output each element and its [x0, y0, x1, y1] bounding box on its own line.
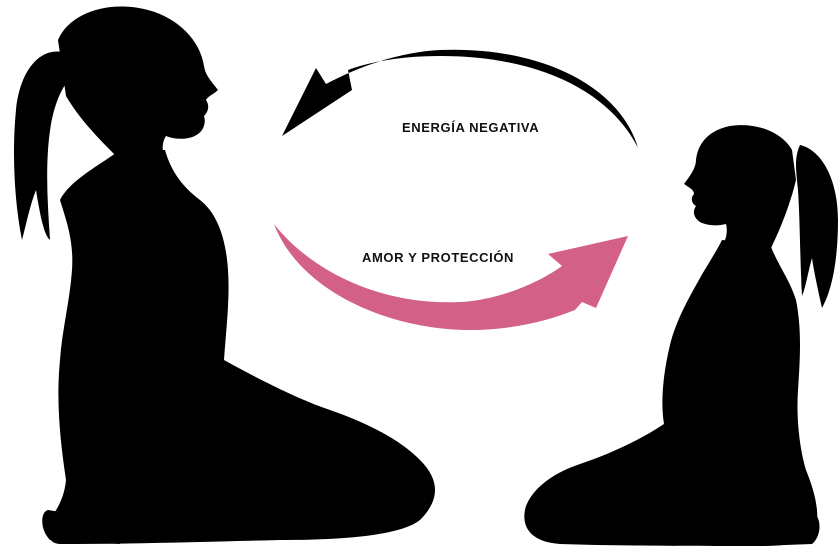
- adult-head: [58, 7, 218, 160]
- adult-ponytail: [14, 52, 70, 240]
- love-protection-label: AMOR Y PROTECCIÓN: [362, 250, 514, 265]
- love-protection-arrow: [274, 224, 628, 330]
- negative-energy-label: ENERGÍA NEGATIVA: [402, 120, 539, 135]
- adult-silhouette: [14, 7, 435, 544]
- adult-body: [47, 150, 435, 544]
- child-ponytail: [796, 145, 838, 308]
- child-silhouette: [524, 125, 838, 546]
- child-head: [684, 125, 796, 250]
